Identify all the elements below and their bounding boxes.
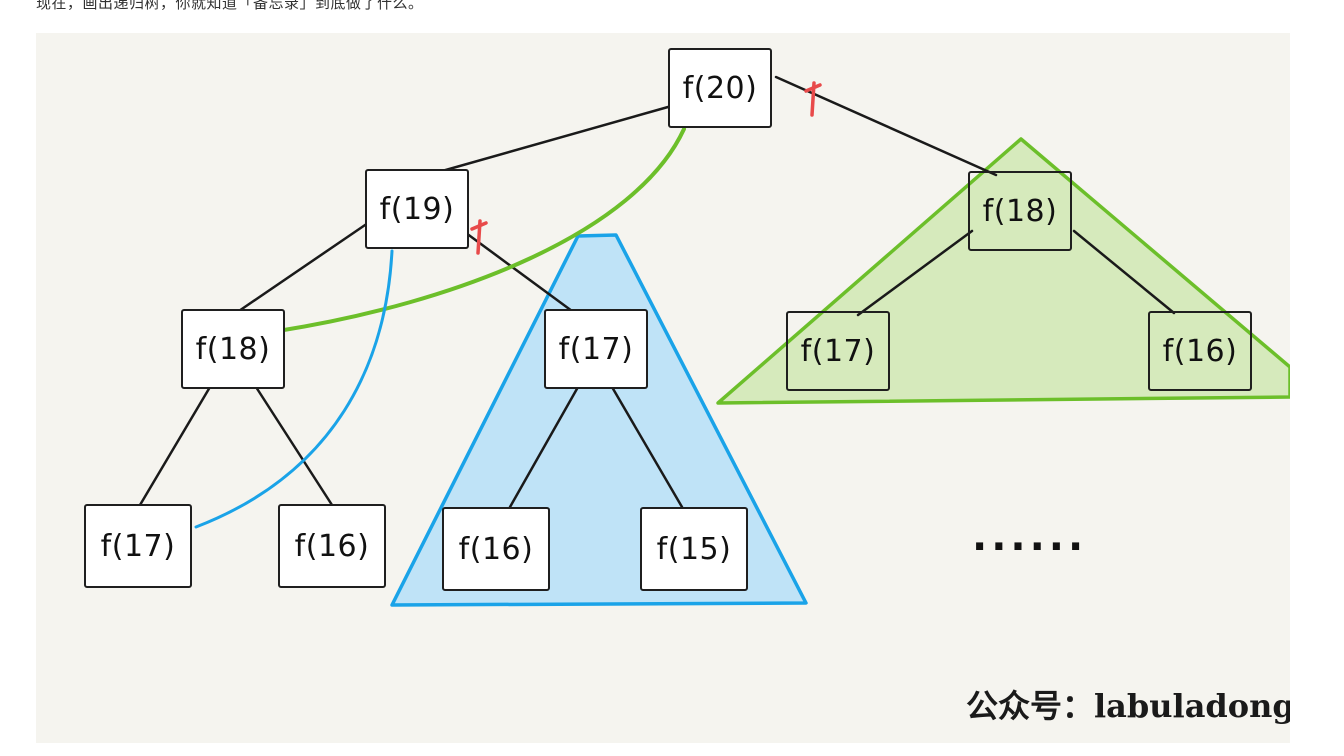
node-l2-c: f(17) — [786, 311, 890, 391]
tree-edges — [138, 75, 1176, 509]
node-l3-c: f(16) — [442, 507, 550, 591]
ellipsis: ······ — [972, 524, 1088, 570]
recursion-tree-figure: f(20) f(19) f(18) f(18) f(17) f(17) f(16… — [36, 33, 1290, 743]
edge-17-15 — [610, 385, 684, 509]
node-l1-left: f(19) — [365, 169, 469, 249]
edge-20-18 — [774, 75, 998, 177]
watermark: 公众号：labuladong — [966, 687, 1290, 725]
prune-mark-left — [470, 219, 488, 255]
node-l2-b: f(17) — [544, 309, 648, 389]
blue-memo-arc — [194, 249, 394, 529]
prune-mark-right — [804, 81, 822, 117]
node-root: f(20) — [668, 48, 772, 128]
node-l3-b: f(16) — [278, 504, 386, 588]
edge-20-19 — [426, 105, 670, 177]
edge-18r-16 — [1072, 229, 1176, 315]
edge-17-16 — [508, 385, 580, 509]
prune-marks — [470, 81, 822, 255]
intro-caption: 现在，画出递归树，你就知道「备忘录」到底做了什么。 — [36, 0, 424, 12]
green-memo-triangle — [716, 137, 1290, 405]
edge-19-17 — [464, 231, 574, 313]
node-l3-a: f(17) — [84, 504, 192, 588]
node-l2-a: f(18) — [181, 309, 285, 389]
node-l1-right: f(18) — [968, 171, 1072, 251]
node-l2-d: f(16) — [1148, 311, 1252, 391]
edge-18l-17 — [138, 385, 212, 507]
node-l3-d: f(15) — [640, 507, 748, 591]
edge-19-18 — [234, 221, 370, 315]
green-memo-arc — [276, 127, 686, 333]
edge-18r-17 — [856, 229, 974, 317]
edge-18l-16 — [254, 385, 334, 507]
